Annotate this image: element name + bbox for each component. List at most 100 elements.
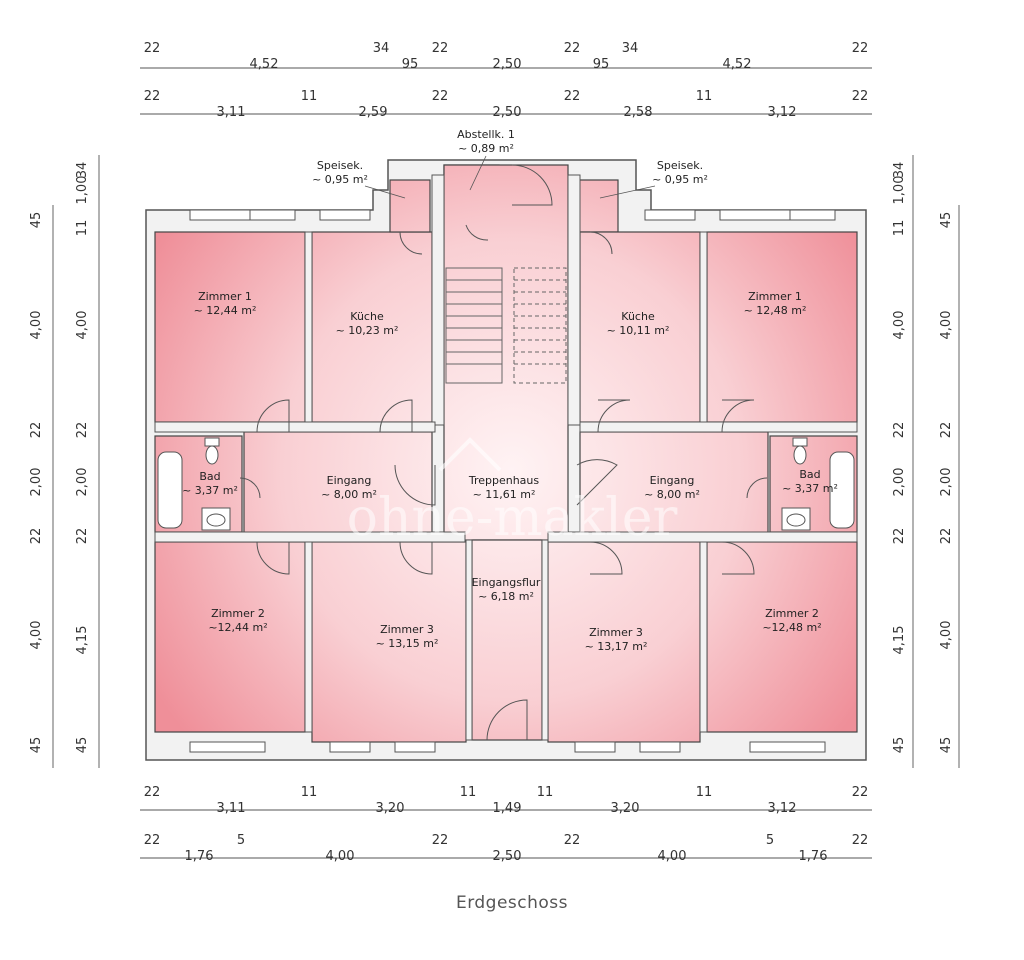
room-labels: Zimmer 1 ~ 12,44 m² Küche ~ 10,23 m² Spe… xyxy=(182,128,838,653)
room-name: Speisek. xyxy=(317,159,363,172)
dimension-label: 22 xyxy=(75,528,90,545)
dimension-label: 22 xyxy=(75,422,90,439)
room-name: Zimmer 3 xyxy=(380,623,434,636)
room-area: ~ 6,18 m² xyxy=(478,590,534,603)
room-area: ~ 8,00 m² xyxy=(644,488,700,501)
dimension-label: 3,20 xyxy=(376,801,405,816)
dimension-label: 1,00 xyxy=(892,176,907,205)
interior-walls xyxy=(154,174,858,741)
room-name: Eingang xyxy=(327,474,372,487)
dimension-label: 4,15 xyxy=(892,626,907,655)
dimension-label: 22 xyxy=(939,528,954,545)
dimension-label: 22 xyxy=(29,422,44,439)
room-name: Treppenhaus xyxy=(468,474,540,487)
dimension-label: 2,00 xyxy=(892,468,907,497)
dimension-label: 95 xyxy=(593,57,610,72)
dimension-label: 3,12 xyxy=(768,105,797,120)
sink-left xyxy=(201,507,231,531)
room-area: ~ 12,44 m² xyxy=(194,304,257,317)
room-name: Zimmer 2 xyxy=(765,607,819,620)
dimension-label: 2,50 xyxy=(493,57,522,72)
floor-zimmer3-left xyxy=(311,541,467,743)
dimension-label: 4,00 xyxy=(326,849,355,864)
dimension-label: 1,00 xyxy=(75,176,90,205)
dimension-label: 11 xyxy=(460,785,477,800)
dimension-label: 22 xyxy=(144,41,161,56)
room-name: Abstellk. 1 xyxy=(457,128,515,141)
dimension-label: 4,00 xyxy=(658,849,687,864)
dimension-label: 2,58 xyxy=(624,105,653,120)
room-area: ~12,44 m² xyxy=(208,621,267,634)
leader-lines xyxy=(364,155,656,199)
room-area: ~ 10,23 m² xyxy=(336,324,399,337)
dimension-label: 4,52 xyxy=(250,57,279,72)
dimension-label: 11 xyxy=(696,785,713,800)
room-name: Zimmer 1 xyxy=(748,290,802,303)
floor-speisek-right xyxy=(577,179,619,233)
dimension-label: 4,52 xyxy=(723,57,752,72)
sink-right xyxy=(781,507,811,531)
floor-zimmer1-right xyxy=(706,231,858,423)
room-area: ~ 10,11 m² xyxy=(607,324,670,337)
dimension-label: 45 xyxy=(939,737,954,754)
floor-zimmer1-left xyxy=(154,231,306,423)
floor-eingang-left xyxy=(243,431,433,537)
dimension-label: 11 xyxy=(301,89,318,104)
room-name: Bad xyxy=(199,470,220,483)
dimension-label: 5 xyxy=(237,833,245,848)
dimension-label: 4,00 xyxy=(75,311,90,340)
dimension-label: 22 xyxy=(564,833,581,848)
dimension-label: 22 xyxy=(852,785,869,800)
dimension-label: 11 xyxy=(892,220,907,237)
toilet-right xyxy=(792,437,808,465)
dimension-label: 4,00 xyxy=(939,621,954,650)
dimension-label: 45 xyxy=(29,737,44,754)
floor-eingangsflur xyxy=(471,539,543,741)
dimension-label: 3,12 xyxy=(768,801,797,816)
dimension-label: 45 xyxy=(75,737,90,754)
dimension-label: 1,76 xyxy=(185,849,214,864)
floor-kueche-left xyxy=(311,231,433,423)
room-area: ~ 3,37 m² xyxy=(782,482,838,495)
dimension-label: 4,15 xyxy=(75,626,90,655)
dimension-label: 22 xyxy=(564,41,581,56)
dimension-label: 22 xyxy=(432,89,449,104)
dimension-label: 45 xyxy=(29,212,44,229)
dimension-labels: 224,523495222,502295344,5222223,11112,59… xyxy=(29,41,954,864)
dimension-label: 22 xyxy=(144,785,161,800)
building xyxy=(145,159,867,761)
room-area: ~ 3,37 m² xyxy=(182,484,238,497)
dimension-label: 11 xyxy=(696,89,713,104)
room-name: Zimmer 3 xyxy=(589,626,643,639)
dimension-label: 34 xyxy=(75,162,90,179)
watermark-text: ohne-makler xyxy=(347,488,678,548)
dimension-label: 4,00 xyxy=(892,311,907,340)
dimension-label: 4,00 xyxy=(29,621,44,650)
room-name: Speisek. xyxy=(657,159,703,172)
dimension-label: 2,50 xyxy=(493,105,522,120)
doors xyxy=(239,164,768,741)
dimension-label: 1,76 xyxy=(799,849,828,864)
dimension-label: 22 xyxy=(144,833,161,848)
room-name: Küche xyxy=(350,310,384,323)
room-area: ~12,48 m² xyxy=(762,621,821,634)
room-area: ~ 13,15 m² xyxy=(376,637,439,650)
room-name: Küche xyxy=(621,310,655,323)
floor-zimmer2-left xyxy=(154,541,306,733)
room-name: Eingang xyxy=(650,474,695,487)
dimension-label: 22 xyxy=(892,528,907,545)
dimension-label: 2,00 xyxy=(75,468,90,497)
toilet-left xyxy=(204,437,220,465)
room-name: Bad xyxy=(799,468,820,481)
room-area: ~ 11,61 m² xyxy=(473,488,536,501)
watermark: ohne-makler xyxy=(347,437,678,548)
dimension-label: 2,50 xyxy=(493,849,522,864)
bathtub-right xyxy=(829,451,855,529)
dimension-label: 34 xyxy=(622,41,639,56)
dimension-label: 22 xyxy=(852,833,869,848)
floor-kueche-right xyxy=(579,231,701,423)
dimension-label: 22 xyxy=(892,422,907,439)
dimension-label: 4,00 xyxy=(939,311,954,340)
dimension-label: 3,20 xyxy=(611,801,640,816)
